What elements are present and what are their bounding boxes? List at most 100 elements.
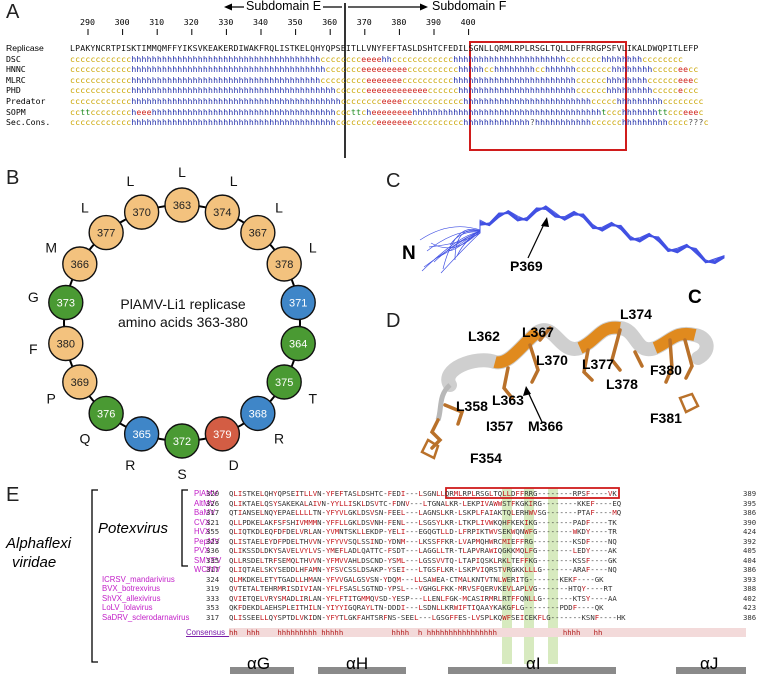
wheel-residue-letter: F: [29, 341, 38, 357]
alignment-start: 317: [206, 612, 220, 622]
wheel-residue-circle: [123, 194, 160, 230]
sequence-area: LPAKYNCRTPISKTIMMQMFFYIKSVKEAKERDIWAKFRQ…: [70, 43, 756, 153]
label-hnnc: HNNC: [6, 64, 26, 75]
alignment-start: 319: [206, 584, 220, 593]
alignment-sequence: QLIKSSDLDKYSAVELVYLVS-YMEFLADLQATTC-FSDT…: [229, 546, 617, 555]
c-terminus-label: C: [688, 287, 702, 308]
residue-label: F354: [470, 450, 502, 466]
replicase-sequence: LPAKYNCRTPISKTIMMQMFFYIKSVKEAKERDIWAKFRQ…: [70, 43, 699, 53]
wheel-residue-number: 378: [275, 259, 293, 271]
alignment-start: 353: [206, 603, 220, 612]
panel-b-letter: B: [6, 167, 20, 189]
residue-label: I357: [486, 418, 514, 434]
ruler-tick-label: 330: [218, 17, 234, 27]
wheel-title-line2: amino acids 363-380: [118, 314, 248, 330]
alignment-sequence: QLLRSDELTRFSEMQLTHVVN-YFMVVAHLDSCND-YSML…: [229, 555, 617, 565]
alignment-virus-name: BVX_botrexvirus: [102, 584, 161, 593]
ensemble-trace: [421, 206, 725, 272]
prediction-row: cccccccccccchhhhhhhhhhhhhhhhhhhhhhhhhhhh…: [70, 74, 699, 85]
wheel-residue-number: 374: [213, 207, 231, 219]
alignment-end: 402: [743, 593, 757, 603]
ruler-tick-label: 290: [80, 17, 95, 27]
helix-h-bar: [318, 667, 406, 674]
alignment-sequence: QLLPDKELAKFSFSHIVMMMN-YFFLLGKLDSVNH-FENL…: [229, 517, 617, 527]
wheel-residue-circle: [48, 325, 84, 362]
wheel-residue-number: 367: [249, 228, 267, 240]
alignment-end: 390: [743, 517, 757, 527]
wheel-residue-circle: [280, 325, 316, 362]
helix-g-label: αG: [247, 654, 271, 673]
helix-i-bar: [448, 667, 616, 674]
alignment-sequence: QKFDEKDLAEHSPLEITHILN-YIYYIGQRAYLTN-DDDI…: [229, 603, 604, 612]
alignment-virus-name: HVX: [194, 527, 211, 536]
residue-label: F381: [650, 410, 682, 426]
alignment-end: 423: [743, 603, 757, 612]
helix-highlight-box: [469, 41, 627, 151]
nmr-ensemble: [419, 205, 725, 274]
wheel-residue-letter: L: [230, 173, 238, 189]
p369-label: P369: [510, 258, 543, 274]
helix-cartoon: [420, 320, 714, 460]
panel-a-letter: A: [6, 1, 20, 23]
alignment-end: 389: [743, 489, 757, 498]
alignment-sequence: QLIKTAELQSYSAKEKALAIVN-YYLLISKLDSVTC-FDN…: [229, 498, 622, 508]
helix-j-label: αJ: [700, 654, 719, 673]
ensemble-trace: [419, 205, 725, 264]
wheel-residue-circle: [164, 187, 200, 223]
ruler-tick-label: 300: [114, 17, 130, 27]
alignment-start: 355: [206, 527, 220, 536]
alignment-end: 395: [743, 498, 757, 508]
alignment-start: 335: [206, 555, 220, 565]
prediction-row: cccccccccccchhhhhhhhhhhhhhhhhhhhhhhhhhhh…: [70, 64, 699, 75]
wheel-residue-circle: [240, 214, 276, 251]
alignment-sequence: QLISTAELEYDFPDELTHVVN-YFYVVSQLSSIND-YDNM…: [229, 536, 617, 546]
wheel-residue-letter: P: [47, 391, 56, 407]
wheel-residue-circle: [88, 214, 124, 251]
wheel-residue-letter: L: [275, 199, 283, 215]
prediction-row: cccccccccccchhhhhhhhhhhhhhhhhhhhhhhhhhhh…: [70, 117, 709, 128]
wheel-residue-circle: [204, 416, 241, 452]
row-labels: Replicase DSC HNNC MLRC PHD Predator SOP…: [6, 43, 50, 128]
alignment-graphics: [91, 487, 746, 674]
label-phd: PHD: [6, 85, 21, 96]
residue-label: M366: [528, 418, 564, 434]
residue-label: L362: [468, 328, 500, 344]
wheel-residue-number: 377: [97, 228, 115, 240]
label-predator: Predator: [6, 95, 46, 106]
alignment-end: 386: [743, 565, 757, 574]
subdomain-f-label: Subdomain F: [430, 0, 509, 13]
prediction-row: cccccccccccchhhhhhhhhhhhhhhhhhhhhhhhhhhh…: [70, 96, 704, 106]
alignment-virus-name: BaMV: [194, 508, 216, 517]
wheel-residue-circle: [204, 194, 241, 230]
wheel-residue-number: 369: [71, 377, 89, 389]
alignment-sequence: QLIQTKDLEQFDFDELVRLAN-YVMNTSKLLEKDP-YELI…: [229, 527, 617, 536]
residue-label: L374: [620, 306, 652, 322]
ruler-tick-label: 360: [322, 17, 338, 27]
residue-label: L358: [456, 398, 488, 414]
label-dsc: DSC: [6, 53, 21, 64]
wheel-residue-circle: [123, 416, 160, 452]
alignment-virus-name: PVX: [194, 546, 210, 555]
subdomain-e-label: Subdomain E: [244, 0, 324, 13]
alignment-end: 393: [743, 574, 757, 584]
alignment-start: 320: [206, 489, 220, 498]
wheel-residue-number: 363: [173, 200, 191, 212]
alignment-sequence: QVTETALTEHRMRISDIVIAN-YFLFSASLSGTND-YPSL…: [229, 584, 613, 593]
n-terminus-label: N: [402, 243, 416, 264]
alignment-sequence: QTIANSELNQYEPAELLLLTN-YFYVLGKLDSVSN-FEEL…: [229, 508, 622, 517]
wheel-residue-circle: [164, 423, 200, 459]
wheel-residue-number: 375: [275, 377, 293, 389]
alignment-virus-name: LoLV_lolavirus: [102, 603, 153, 612]
wheel-residue-number: 372: [173, 436, 191, 448]
alignment-end: 386: [743, 508, 757, 517]
alignment-virus-name: AltMV: [194, 498, 215, 508]
alignment-virus-name: WClMV: [194, 565, 221, 574]
helix-g-bar: [230, 667, 294, 674]
residue-label: F380: [650, 362, 682, 378]
alignment-end: 386: [743, 612, 757, 622]
alignment-virus-name: SaDRV_sclerodarnavirus: [102, 612, 190, 622]
alignment-sequence: QLMKDKELETYTGADLLHMAN-YFVVGALGSVSN-YDQM-…: [229, 574, 604, 584]
ensemble-trace: [442, 207, 725, 270]
residue-label: L367: [522, 324, 554, 340]
wheel-title: PlAMV-Li1 replicase amino acids 363-380: [102, 295, 264, 331]
